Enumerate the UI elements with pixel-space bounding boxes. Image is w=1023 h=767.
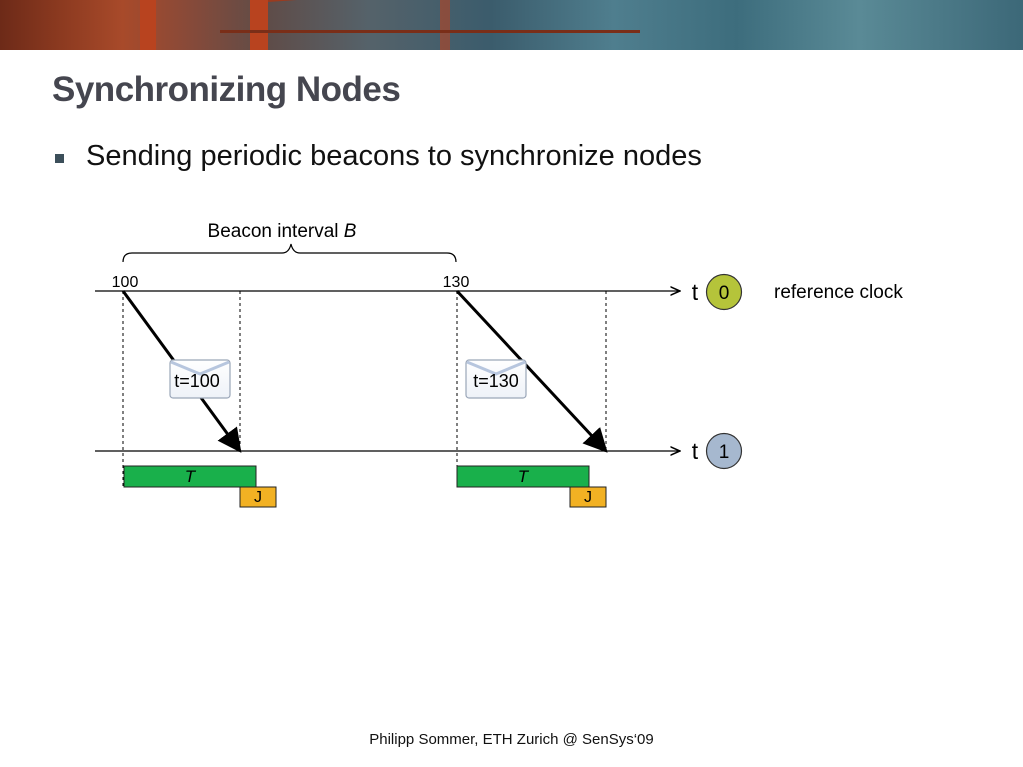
t-bar-label-1: T: [185, 467, 197, 486]
beacon-interval-label: Beacon interval B: [208, 221, 357, 242]
square-bullet-icon: [55, 154, 64, 163]
node-0-label: 0: [719, 283, 730, 304]
axis-label-t-bottom: t: [692, 438, 699, 464]
slide-footer: Philipp Sommer, ETH Zurich @ SenSys‘09: [369, 731, 654, 748]
axis-label-t-top: t: [692, 279, 699, 305]
bullet-text: Sending periodic beacons to synchronize …: [86, 140, 702, 172]
reference-clock-label: reference clock: [774, 282, 903, 303]
timestamp-100: 100: [112, 274, 139, 291]
beacon-label-100: t=100: [174, 371, 220, 391]
beacon-label-130: t=130: [473, 371, 519, 391]
j-bar-label-1: J: [254, 489, 262, 506]
node-0-circle: [705, 273, 743, 311]
beacon-message-envelope-2: t=130: [465, 359, 527, 399]
header-banner-photo: [0, 0, 1023, 50]
j-bar-2: [569, 486, 607, 508]
beacon-arrow-2: [455, 289, 608, 453]
j-bar-1: [239, 486, 277, 508]
beacon-message-envelope-1: t=100: [169, 359, 231, 399]
t-bar-2: [456, 465, 590, 488]
interval-brace: [122, 243, 457, 263]
slide-title: Synchronizing Nodes: [52, 70, 401, 109]
node-1-label: 1: [719, 442, 730, 463]
timestamp-130: 130: [443, 274, 470, 291]
t-bar-label-2: T: [518, 467, 530, 486]
t-bar-1: [123, 465, 257, 488]
node-1-circle: [705, 432, 743, 470]
j-bar-label-2: J: [584, 489, 592, 506]
